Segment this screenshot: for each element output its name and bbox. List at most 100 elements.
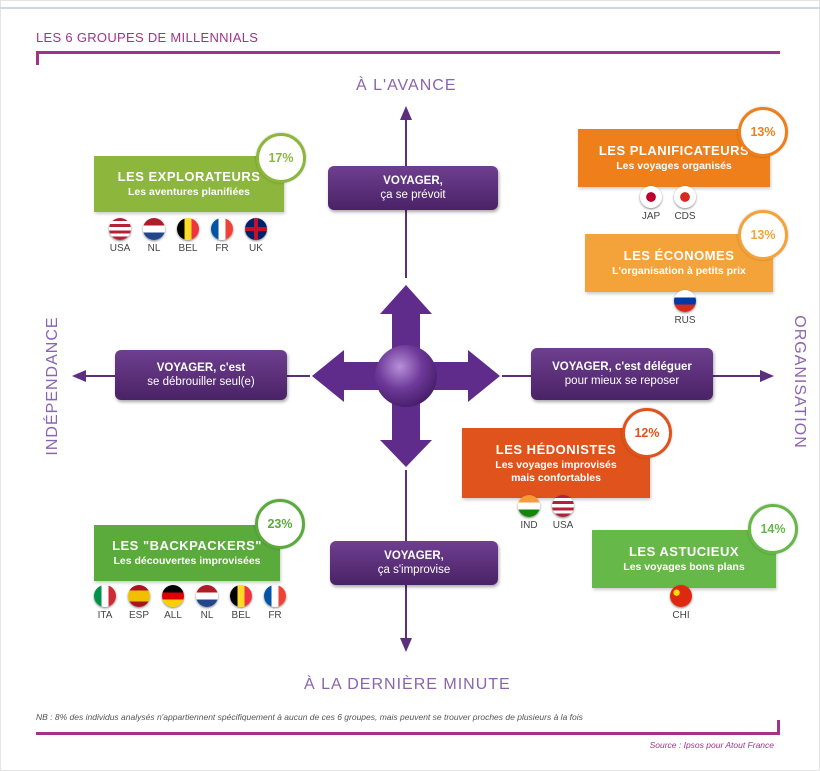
economes-flags: RUS (668, 290, 702, 326)
flag-label: ALL (164, 610, 182, 621)
pill-right: VOYAGER, c'est déléguer pour mieux se re… (531, 348, 713, 400)
group-backpackers: LES "BACKPACKERS" Les découvertes improv… (94, 525, 280, 581)
flag-label: FR (215, 243, 229, 254)
pill-bottom-line1: VOYAGER, (384, 550, 444, 562)
flag-all: ALL (156, 585, 190, 621)
hedonistes-name: LES HÉDONISTES (495, 441, 617, 457)
flag-label: USA (109, 243, 131, 254)
flag-label: NL (147, 243, 161, 254)
pill-right-line1: VOYAGER, c'est déléguer (552, 361, 692, 373)
economes-pct-badge: 13% (738, 210, 788, 260)
flag-usa: USA (103, 218, 137, 254)
planificateurs-name: LES PLANIFICATEURS (598, 143, 750, 158)
axis-label-left: INDÉPENDANCE (44, 316, 61, 456)
flag-label: CDS (674, 211, 696, 222)
flag-label: IND (520, 520, 538, 531)
axis-arrow-right (760, 370, 774, 382)
hedonistes-desc2: mais confortables (511, 471, 601, 484)
flag-esp: ESP (122, 585, 156, 621)
axis-label-right: ORGANISATION (791, 315, 808, 449)
flag-jap: JAP (634, 186, 668, 222)
flag-ita: ITA (88, 585, 122, 621)
pill-left-line1: VOYAGER, c'est (156, 362, 246, 374)
flag-label: UK (249, 243, 263, 254)
planificateurs-desc: Les voyages organisés (616, 160, 732, 172)
flag-cds-icon (674, 186, 696, 208)
pill-top-line1: VOYAGER, (383, 175, 443, 187)
flag-usa: USA (546, 495, 580, 531)
planificateurs-pct-badge: 13% (738, 107, 788, 157)
flag-bel: BEL (224, 585, 258, 621)
flag-ind-icon (518, 495, 540, 517)
pill-left: VOYAGER, c'est se débrouiller seul(e) (115, 350, 287, 400)
axis-arrow-top (400, 106, 412, 120)
flag-uk-icon (245, 218, 267, 240)
flag-cds: CDS (668, 186, 702, 222)
flag-rus-icon (674, 290, 696, 312)
economes-desc: L'organisation à petits prix (612, 265, 746, 277)
flag-usa-icon (109, 218, 131, 240)
astucieux-desc: Les voyages bons plans (623, 561, 745, 573)
page-title: LES 6 GROUPES DE MILLENNIALS (36, 30, 259, 45)
explorateurs-name: LES EXPLORATEURS (117, 169, 261, 184)
pill-left-line2: se débrouiller seul(e) (147, 376, 255, 388)
hedonistes-flags: IND USA (512, 495, 580, 531)
flag-all-icon (162, 585, 184, 607)
pill-top: VOYAGER, ça se prévoit (328, 166, 498, 210)
pill-bottom-line2: ça s'improvise (377, 564, 451, 576)
flag-chi-icon (670, 585, 692, 607)
flag-jap-icon (640, 186, 662, 208)
flag-ind: IND (512, 495, 546, 531)
flag-nl: NL (137, 218, 171, 254)
astucieux-name: LES ASTUCIEUX (628, 544, 740, 559)
flag-label: BEL (231, 610, 251, 621)
axis-label-bottom: À LA DERNIÈRE MINUTE (304, 676, 511, 693)
pill-bottom: VOYAGER, ça s'improvise (330, 541, 498, 585)
axis-arrow-left (72, 370, 86, 382)
flag-esp-icon (128, 585, 150, 607)
flag-label: USA (552, 520, 574, 531)
flag-bel-icon (177, 218, 199, 240)
flag-label: FR (268, 610, 282, 621)
astucieux-flags: CHI (664, 585, 698, 621)
flag-label: NL (200, 610, 214, 621)
flag-uk: UK (239, 218, 273, 254)
footer-underline (36, 732, 780, 735)
economes-name: LES ÉCONOMES (623, 248, 735, 263)
footer-corner (777, 720, 780, 735)
flag-fr-icon (211, 218, 233, 240)
pill-top-line2: ça se prévoit (380, 189, 446, 201)
flag-fr: FR (258, 585, 292, 621)
flag-label: RUS (674, 315, 696, 326)
flag-rus: RUS (668, 290, 702, 326)
flag-nl: NL (190, 585, 224, 621)
group-hedonistes: LES HÉDONISTES Les voyages improvisés ma… (462, 428, 650, 498)
explorateurs-flags: USA NL BEL FR UK (103, 218, 273, 254)
backpackers-pct-badge: 23% (255, 499, 305, 549)
top-divider (0, 7, 820, 9)
pill-right-line2: pour mieux se reposer (564, 375, 680, 387)
group-explorateurs: LES EXPLORATEURS Les aventures planifiée… (94, 156, 284, 212)
flag-bel-icon (230, 585, 252, 607)
flag-label: JAP (641, 211, 661, 222)
title-corner (36, 51, 39, 65)
flag-label: ITA (97, 610, 113, 621)
flag-usa-icon (552, 495, 574, 517)
group-astucieux: LES ASTUCIEUX Les voyages bons plans (592, 530, 776, 588)
backpackers-desc: Les découvertes improvisées (113, 555, 261, 567)
title-underline (36, 51, 780, 54)
flag-label: CHI (672, 610, 690, 621)
axis-arrow-bottom (400, 638, 412, 652)
backpackers-name: LES "BACKPACKERS" (112, 538, 262, 553)
flag-bel: BEL (171, 218, 205, 254)
center-sphere (375, 345, 437, 407)
source-note: Source : Ipsos pour Atout France (649, 740, 774, 750)
flag-fr: FR (205, 218, 239, 254)
axis-label-top: À L'AVANCE (356, 77, 457, 94)
flag-fr-icon (264, 585, 286, 607)
flag-ita-icon (94, 585, 116, 607)
explorateurs-pct-badge: 17% (256, 133, 306, 183)
flag-label: BEL (178, 243, 198, 254)
explorateurs-desc: Les aventures planifiées (128, 186, 250, 198)
